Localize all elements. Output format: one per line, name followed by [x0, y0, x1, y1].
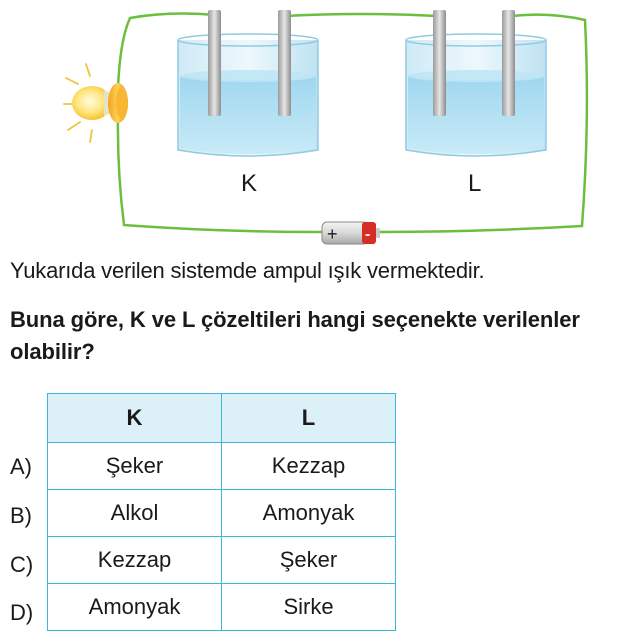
option-row-c[interactable]: Kezzap Şeker: [47, 536, 396, 584]
light-bulb-icon: [63, 63, 128, 143]
option-a-k: Şeker: [47, 442, 222, 490]
battery-icon: + -: [321, 221, 380, 245]
header-k: K: [47, 393, 222, 443]
beaker-l: [405, 10, 547, 157]
option-letter-d[interactable]: D): [10, 600, 34, 625]
option-d-k: Amonyak: [47, 583, 222, 631]
table-header-row: K L: [47, 393, 396, 443]
option-letter-b[interactable]: B): [10, 503, 32, 528]
question-prompt: Buna göre, K ve L çözeltileri hangi seçe…: [10, 307, 580, 364]
circuit-diagram: + -: [63, 10, 589, 245]
option-d-l: Sirke: [221, 583, 396, 631]
option-c-k: Kezzap: [47, 536, 222, 584]
option-letter-a[interactable]: A): [10, 454, 32, 479]
electrode-left-l: [433, 10, 446, 116]
option-row-d[interactable]: Amonyak Sirke: [47, 583, 396, 631]
battery-plus-sign: +: [327, 224, 338, 244]
electrode-left-k: [208, 10, 221, 116]
option-c-l: Şeker: [221, 536, 396, 584]
option-row-b[interactable]: Alkol Amonyak: [47, 489, 396, 537]
option-letter-c[interactable]: C): [10, 552, 34, 577]
option-a-l: Kezzap: [221, 442, 396, 490]
battery-minus-sign: -: [365, 226, 370, 243]
beaker-k: [177, 10, 319, 157]
electrode-right-k: [278, 10, 291, 116]
question-intro: Yukarıda verilen sistemde ampul ışık ver…: [10, 258, 485, 283]
option-row-a[interactable]: Şeker Kezzap: [47, 442, 396, 490]
header-l: L: [221, 393, 396, 443]
beaker-label-k: K: [241, 170, 258, 197]
options-table: K L Şeker Kezzap Alkol Amonyak Kezzap Şe…: [47, 393, 396, 631]
beaker-label-l: L: [468, 170, 482, 197]
option-b-k: Alkol: [47, 489, 222, 537]
wire: [116, 12, 589, 234]
electrode-right-l: [502, 10, 515, 116]
option-b-l: Amonyak: [221, 489, 396, 537]
